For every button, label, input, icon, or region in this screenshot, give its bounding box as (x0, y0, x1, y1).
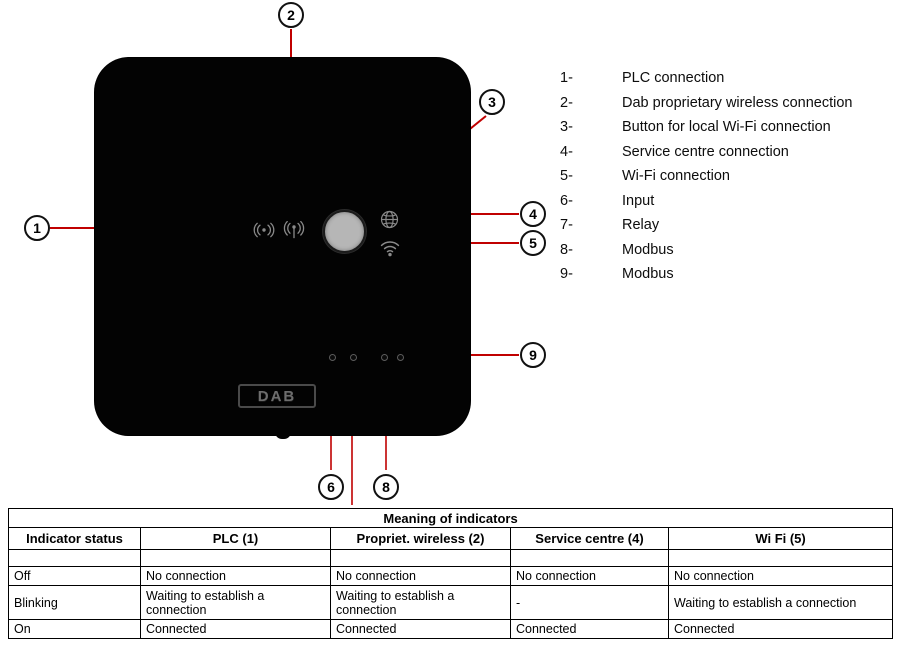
local-wifi-push-button[interactable] (323, 210, 366, 253)
legend-item-1-number: 1- (560, 70, 573, 86)
cell-prop-blinking: Waiting to establish a connection (330, 585, 511, 620)
cell-service-off: No connection (510, 566, 669, 586)
column-header-proprietary: Propriet. wireless (2) (330, 527, 511, 550)
column-header-wifi: Wi Fi (5) (667, 527, 894, 550)
device-diagram: DAB 1 2 3 4 5 6 8 9 1- PLC connection 2-… (24, 2, 895, 505)
legend-item-6-label: Input (622, 192, 655, 209)
legend-item-5-label: Wi-Fi connection (622, 168, 730, 184)
legend-item-1: 1- PLC connection (560, 70, 895, 95)
dab-brand-logo: DAB (238, 384, 316, 408)
device-bottom-notch (274, 430, 291, 439)
legend-item-4: 4- Service centre connection (560, 144, 895, 169)
legend-item-3-label: Button for local Wi-Fi connection (622, 119, 831, 135)
indicators-table: Meaning of indicators Indicator status P… (7, 508, 894, 639)
modbus-port-indicator-9 (397, 354, 404, 361)
cell-wifi-off: No connection (667, 566, 894, 586)
legend-item-6: 6- Input (560, 193, 895, 218)
table-row-blinking: Blinking Waiting to establish a connecti… (8, 585, 894, 620)
legend-item-2-number: 2- (560, 94, 573, 111)
legend-item-7-label: Relay (622, 217, 660, 233)
cell-service-blinking: - (510, 585, 669, 620)
spacer-cell-service (510, 549, 669, 567)
callout-marker-3: 3 (479, 89, 505, 115)
modbus-port-indicator-8 (381, 354, 388, 361)
legend-item-2: 2- Dab proprietary wireless connection (560, 95, 895, 120)
legend-item-9: 9- Modbus (560, 266, 895, 291)
legend-item-6-number: 6- (560, 192, 573, 209)
legend-item-4-label: Service centre connection (622, 143, 789, 160)
legend-item-4-number: 4- (560, 143, 573, 160)
spacer-cell-wifi (667, 549, 894, 567)
device-body: DAB (95, 58, 470, 439)
cell-status-blinking: Blinking (8, 585, 141, 620)
legend-item-3-number: 3- (560, 119, 573, 135)
cell-plc-off: No connection (140, 566, 331, 586)
cell-plc-blinking: Waiting to establish a connection (140, 585, 331, 620)
cell-service-on: Connected (510, 619, 669, 639)
callout-marker-6: 6 (318, 474, 344, 500)
legend-item-5: 5- Wi-Fi connection (560, 168, 895, 193)
input-port-indicator (329, 354, 336, 361)
table-row-off: Off No connection No connection No conne… (8, 566, 894, 586)
relay-port-indicator (350, 354, 357, 361)
table-spacer-row (8, 549, 894, 567)
table-header-row: Indicator status PLC (1) Propriet. wirel… (8, 527, 894, 550)
column-header-plc: PLC (1) (140, 527, 331, 550)
callout-marker-5: 5 (520, 230, 546, 256)
table-title-row: Meaning of indicators (7, 508, 894, 528)
cell-wifi-on: Connected (667, 619, 894, 639)
cell-prop-off: No connection (330, 566, 511, 586)
callout-marker-1: 1 (24, 215, 50, 241)
plc-connection-icon (253, 222, 275, 238)
column-header-indicator-status: Indicator status (8, 527, 141, 550)
callout-marker-9: 9 (520, 342, 546, 368)
legend-item-8-number: 8- (560, 241, 573, 258)
spacer-cell-prop (330, 549, 511, 567)
callout-marker-4: 4 (520, 201, 546, 227)
spacer-cell-plc (140, 549, 331, 567)
column-header-service-centre: Service centre (4) (510, 527, 669, 550)
callout-marker-8: 8 (373, 474, 399, 500)
cell-prop-on: Connected (330, 619, 511, 639)
legend-item-7-number: 7- (560, 217, 573, 233)
legend-item-7: 7- Relay (560, 217, 895, 242)
cell-status-on: On (8, 619, 141, 639)
service-centre-globe-icon (380, 210, 399, 229)
cell-status-off: Off (8, 566, 141, 586)
wifi-icon (380, 240, 400, 257)
legend-list: 1- PLC connection 2- Dab proprietary wir… (560, 70, 895, 291)
legend-item-3: 3- Button for local Wi-Fi connection (560, 119, 895, 144)
legend-item-1-label: PLC connection (622, 70, 725, 86)
legend-item-8: 8- Modbus (560, 242, 895, 267)
table-title: Meaning of indicators (7, 508, 894, 528)
cell-plc-on: Connected (140, 619, 331, 639)
cell-wifi-blinking: Waiting to establish a connection (667, 585, 894, 620)
callout-marker-2: 2 (278, 2, 304, 28)
legend-item-9-number: 9- (560, 266, 573, 282)
indicators-table-wrapper: Meaning of indicators Indicator status P… (7, 508, 894, 639)
legend-item-9-label: Modbus (622, 266, 674, 282)
legend-item-8-label: Modbus (622, 241, 674, 258)
legend-item-5-number: 5- (560, 168, 573, 184)
proprietary-wireless-icon (283, 221, 305, 239)
table-row-on: On Connected Connected Connected Connect… (8, 619, 894, 639)
legend-item-2-label: Dab proprietary wireless connection (622, 94, 853, 111)
spacer-cell-status (8, 549, 141, 567)
